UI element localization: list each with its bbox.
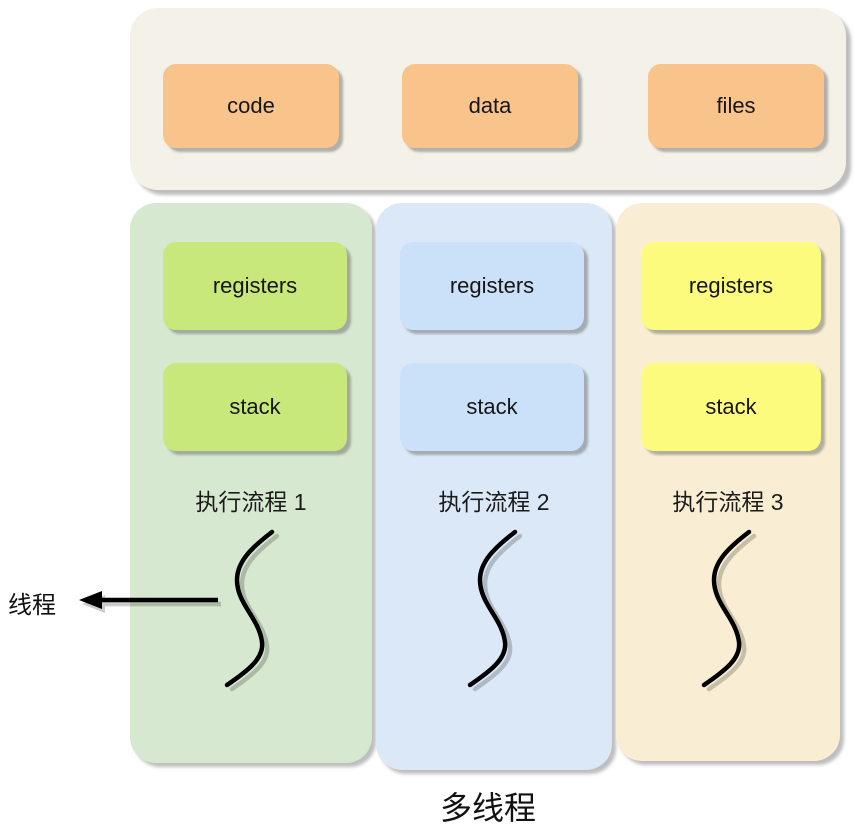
thread-column-2: registers stack 执行流程 2	[376, 203, 612, 770]
files-box: files	[648, 64, 824, 148]
shared-memory-region: code data files	[130, 8, 846, 190]
thread3-squiggle-icon	[678, 518, 778, 688]
thread-column-1: registers stack 执行流程 1	[130, 203, 372, 763]
thread-pointer-arrow-icon	[79, 591, 218, 609]
diagram-caption: 多线程	[439, 790, 536, 826]
thread1-squiggle-icon	[201, 518, 301, 688]
thread3-flow-label: 执行流程 3	[672, 489, 784, 515]
thread1-stack-label: stack	[229, 394, 281, 419]
thread3-registers-label: registers	[688, 273, 774, 298]
data-box: data	[402, 64, 578, 148]
thread2-flow-label: 执行流程 2	[438, 489, 550, 515]
thread3-registers-box: registers	[641, 242, 821, 330]
thread1-registers-box: registers	[163, 242, 347, 330]
thread3-stack-box: stack	[641, 363, 821, 451]
files-box-label: files	[716, 93, 756, 118]
thread2-registers-box: registers	[400, 242, 584, 330]
thread2-squiggle-icon	[444, 518, 544, 688]
thread3-stack-label: stack	[705, 394, 757, 419]
thread1-flow-label: 执行流程 1	[195, 489, 307, 515]
code-box-label: code	[227, 93, 275, 118]
data-box-label: data	[468, 93, 512, 118]
thread2-stack-label: stack	[466, 394, 518, 419]
thread1-registers-label: registers	[212, 273, 298, 298]
code-box: code	[163, 64, 339, 148]
thread1-stack-box: stack	[163, 363, 347, 451]
thread2-stack-box: stack	[400, 363, 584, 451]
thread-annotation-label: 线程	[8, 592, 56, 619]
thread-column-3: registers stack 执行流程 3	[616, 203, 840, 761]
thread2-registers-label: registers	[449, 273, 535, 298]
